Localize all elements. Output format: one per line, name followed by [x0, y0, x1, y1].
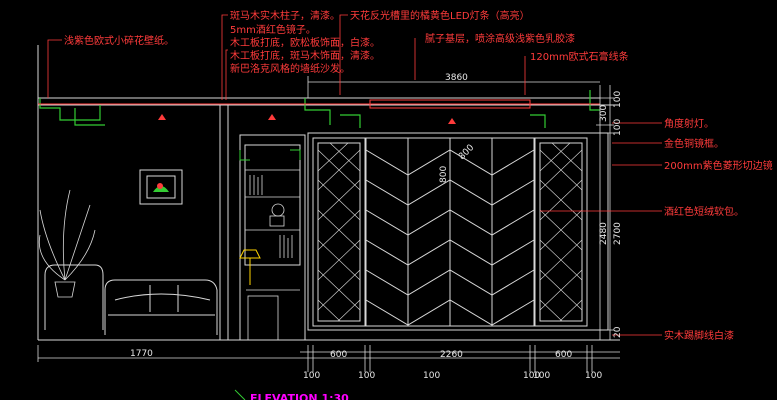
dim-bottom-100-6: 100 [585, 371, 602, 381]
dim-bottom-600b: 600 [555, 350, 572, 360]
annotation-frame: 金色铜镜框。 [664, 137, 724, 150]
dim-right-2480: 2480 [599, 222, 609, 245]
annotation-pillar: 斑马木实木柱子，清漆。 [230, 9, 340, 22]
dim-right-20: 20 [613, 326, 623, 338]
bookshelf [245, 169, 300, 341]
annotation-mirror: 5mm酒红色镜子。 [230, 23, 316, 36]
annotation-spotlight: 角度射灯。 [664, 117, 714, 130]
ceiling-moldings [39, 90, 600, 128]
annotation-cornice: 120mm欧式石膏线条 [530, 50, 629, 63]
annotation-rhombus: 200mm紫色菱形切边镜 [664, 159, 773, 172]
dim-top-width: 3860 [445, 73, 468, 83]
chevron-soft-pack [365, 138, 535, 326]
rhombus-mirror-panels [317, 142, 583, 322]
bottom-dimension-lines [37, 345, 620, 372]
dim-bottom-100-1: 100 [303, 371, 320, 381]
annotation-skirting: 实木踢脚线白漆 [664, 329, 734, 342]
annotation-style: 新巴洛克风格的墙纸沙发。 [230, 62, 350, 75]
shelf-accent [239, 149, 301, 161]
top-dimension-line [307, 76, 600, 98]
annotation-leaders [47, 14, 662, 336]
room-outline [37, 45, 620, 341]
dim-bottom-2260: 2260 [440, 350, 463, 360]
sofa [44, 264, 218, 335]
right-dimension-lines [596, 85, 614, 340]
annotation-ceiling-paint: 腻子基层，喷涂高级浅紫色乳胶漆 [425, 32, 575, 45]
dim-panel-800b: 800 [439, 166, 449, 183]
elevation-title: ELEVATION 1:30 [250, 392, 349, 400]
potted-plant [38, 189, 96, 298]
dim-bottom-100-4: 100 [523, 371, 540, 381]
pendant-lights [158, 114, 456, 124]
dim-bottom-600a: 600 [330, 350, 347, 360]
ceiling-red-lines [38, 99, 600, 109]
dim-panel-800a: 800 [457, 143, 476, 162]
annotation-board-white: 木工板打底，欧松板饰面，白漆。 [230, 36, 380, 49]
wall-picture [139, 169, 183, 205]
annotation-led: 天花反光槽里的橘黄色LED灯条（高亮） [350, 9, 530, 22]
dim-bottom-100-2: 100 [358, 371, 375, 381]
dim-right-100b: 100 [613, 119, 623, 136]
annotation-board-clear: 木工板打底，斑马木饰面，清漆。 [230, 49, 380, 62]
dim-bottom-left: 1770 [130, 349, 153, 359]
table-lamp [239, 249, 261, 285]
annotation-soft-pack: 酒红色短绒软包。 [664, 205, 744, 218]
feature-wall [307, 132, 609, 331]
dim-bottom-100-5: 100 [533, 371, 550, 381]
pillar [219, 105, 306, 341]
dim-right-2700: 2700 [613, 222, 623, 245]
dim-right-300: 300 [599, 105, 609, 122]
dim-right-100a: 100 [613, 91, 623, 108]
title-marker [234, 389, 246, 400]
dim-bottom-100-3: 100 [423, 371, 440, 381]
annotation-wallpaper: 浅紫色欧式小碎花壁纸。 [64, 34, 174, 47]
